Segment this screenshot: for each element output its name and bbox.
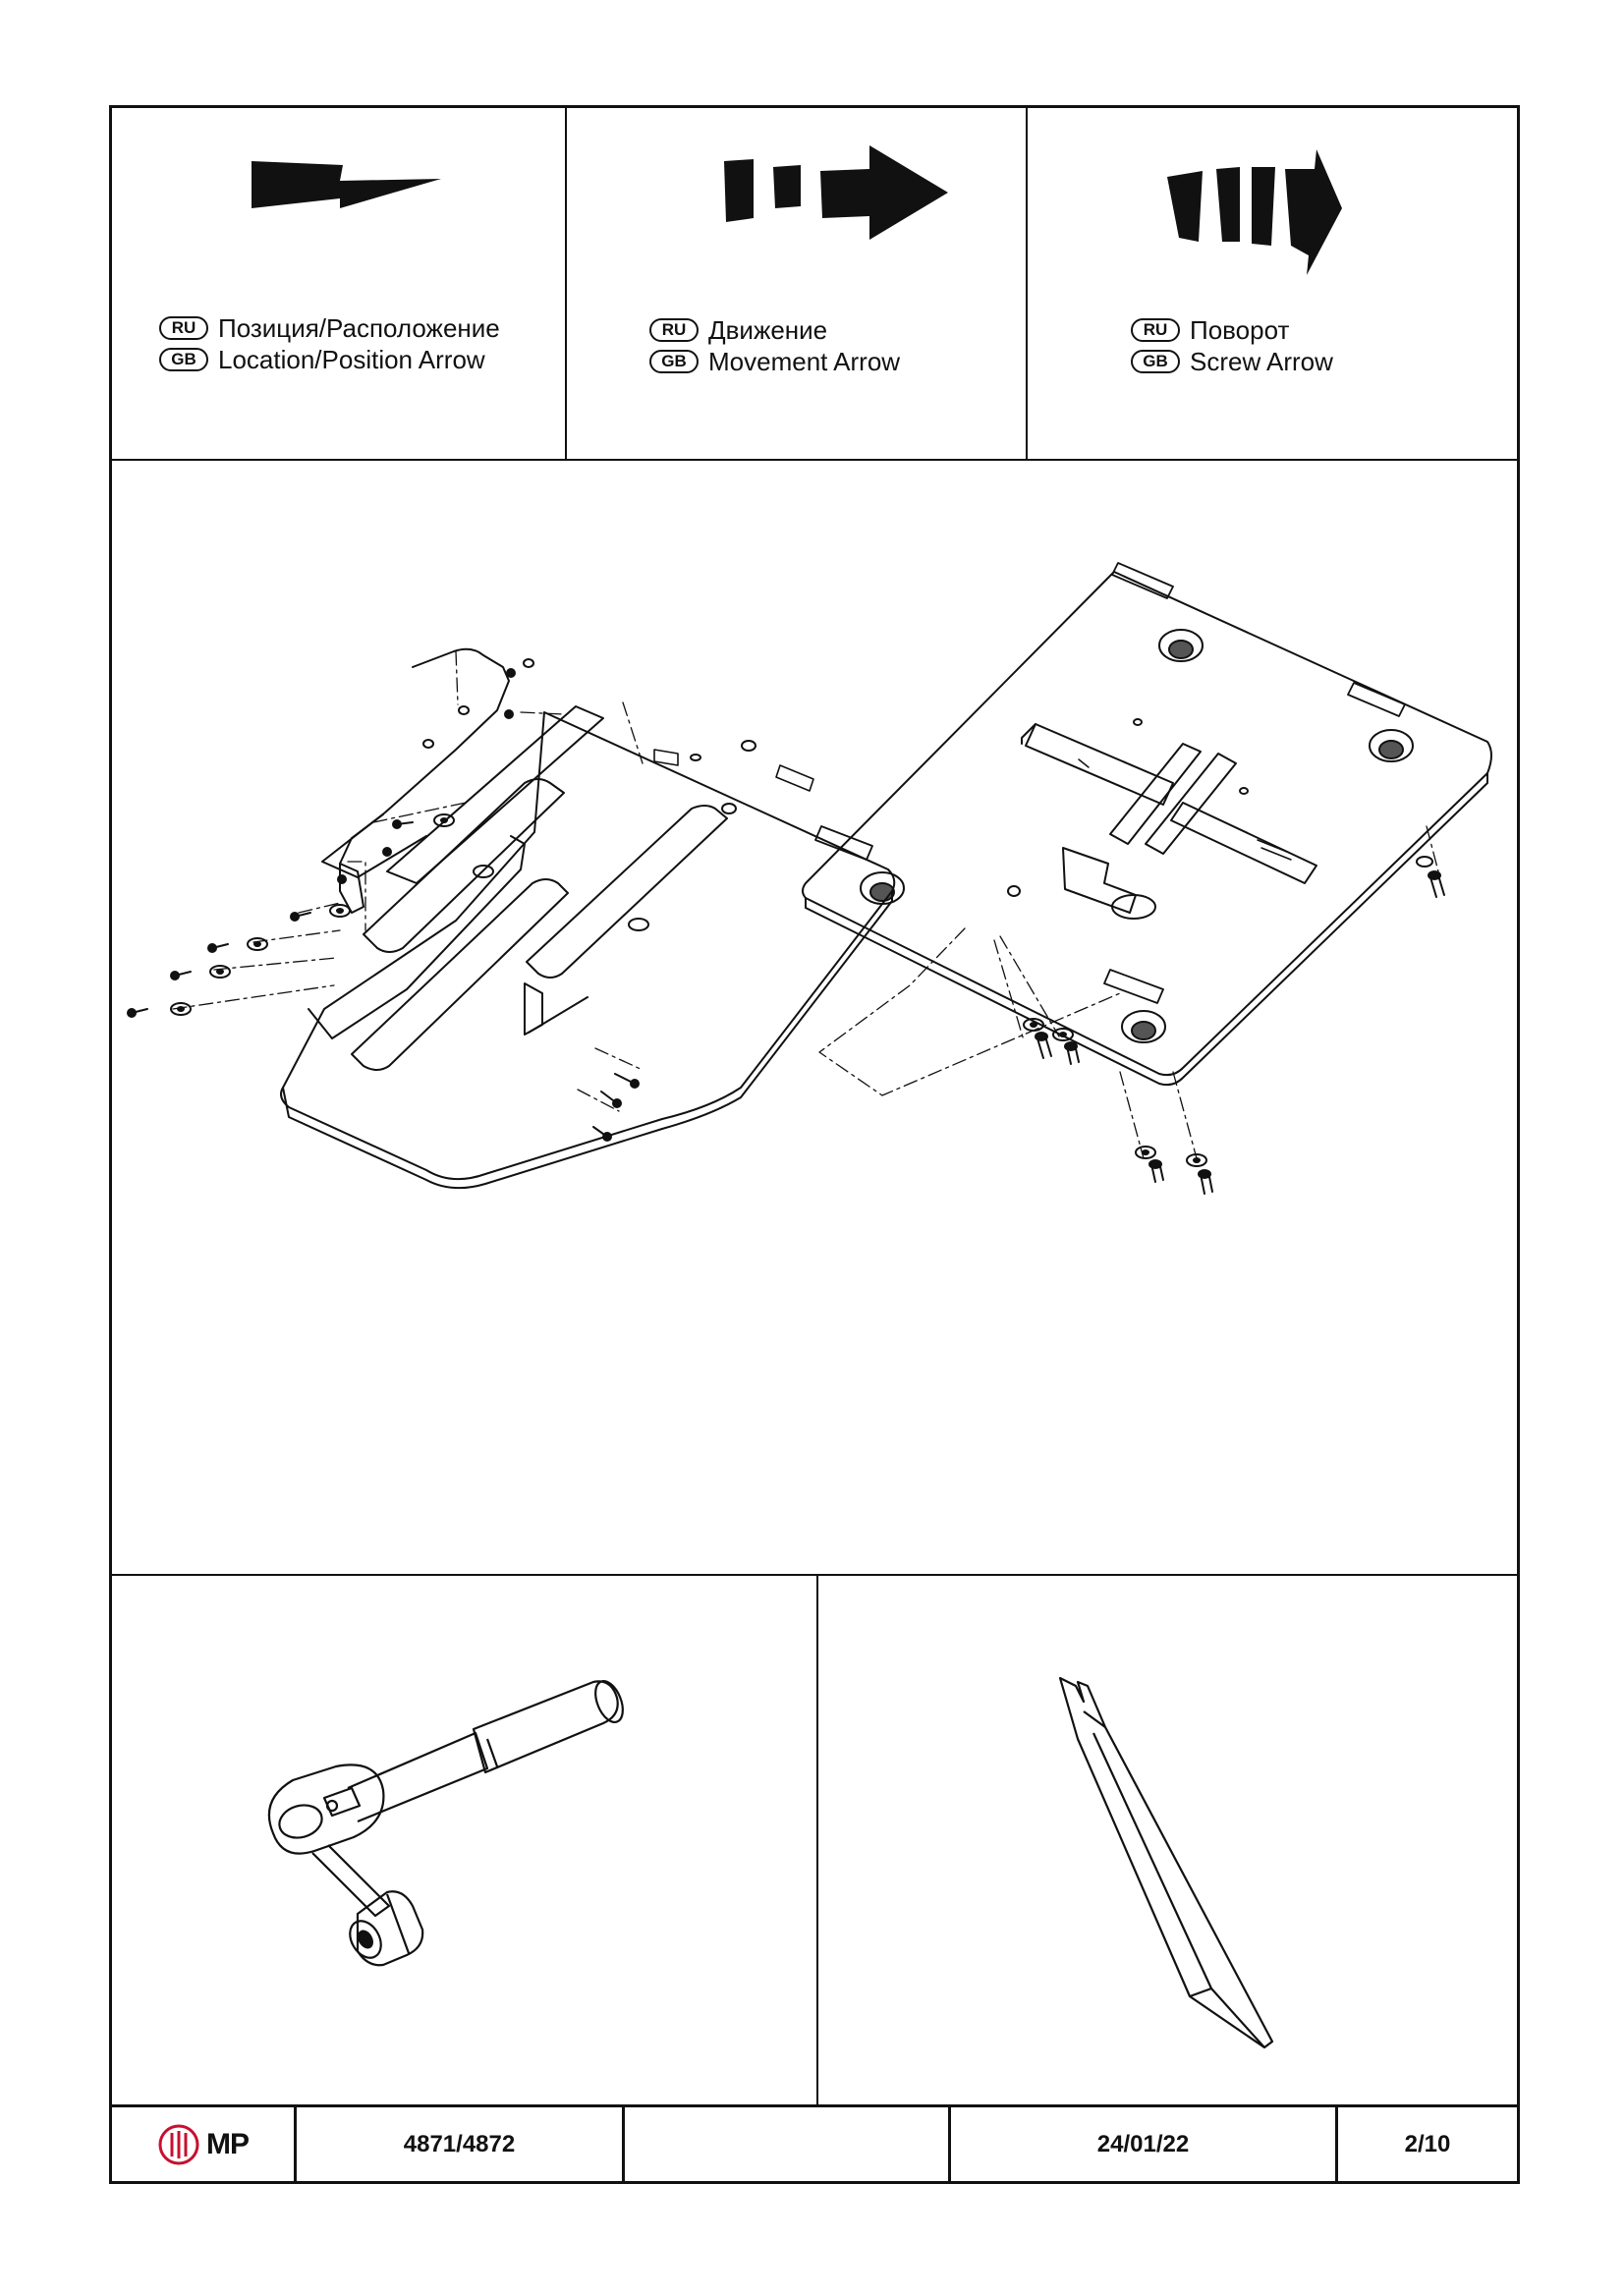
legend-gb-text: Location/Position Arrow: [218, 345, 485, 374]
gb-badge: GB: [649, 350, 699, 373]
movement-arrow-icon: [724, 145, 948, 240]
ru-badge: RU: [1131, 318, 1180, 342]
legend-movement: RU Движение GB Movement Arrow: [567, 108, 1028, 459]
bolt-icon: [127, 754, 1445, 1195]
blank-field: [625, 2107, 951, 2181]
skid-plate-assembly-diagram: [127, 562, 1492, 1195]
screw-arrow-icon: [1167, 149, 1342, 275]
brand-logo: MP: [112, 2107, 297, 2181]
location-arrow-icon: [252, 161, 441, 208]
ru-badge: RU: [649, 318, 699, 342]
brand-logo-text: MP: [206, 2127, 250, 2160]
legend-ru-text: Движение: [708, 315, 828, 345]
instruction-sheet: RU Позиция/Расположение GB Location/Posi…: [109, 105, 1520, 2184]
trim-removal-tool-icon: [1058, 1676, 1274, 2049]
page-number: 2/10: [1404, 2130, 1451, 2157]
required-tools: [112, 1574, 1517, 2107]
brand-logo-icon: [158, 2124, 199, 2164]
legend-ru-text: Позиция/Расположение: [218, 313, 500, 343]
leader-lines: [172, 650, 1439, 1159]
ratchet-wrench-icon: [267, 1680, 624, 1967]
tool-trim-remover: [818, 1574, 1517, 2104]
legend-ru-text: Поворот: [1190, 315, 1290, 345]
arrow-legend: RU Позиция/Расположение GB Location/Posi…: [112, 108, 1517, 461]
part-number: 4871/4872: [297, 2107, 625, 2181]
title-block: MP 4871/4872 24/01/22 2/10: [112, 2107, 1517, 2181]
assembly-drawing: [112, 459, 1517, 1576]
revision-date: 24/01/22: [951, 2107, 1338, 2181]
gb-badge: GB: [1131, 350, 1180, 373]
gb-badge: GB: [159, 348, 208, 371]
legend-location: RU Позиция/Расположение GB Location/Posi…: [112, 108, 567, 459]
legend-gb-text: Screw Arrow: [1190, 347, 1333, 376]
ru-badge: RU: [159, 316, 208, 340]
fasteners: [127, 754, 1445, 1195]
tool-ratchet: [112, 1574, 818, 2104]
small-skid-plate: [280, 647, 896, 1190]
legend-gb-text: Movement Arrow: [708, 347, 901, 376]
large-skid-plate: [802, 562, 1492, 1087]
washer-icon: [170, 813, 1207, 1167]
legend-screw: RU Поворот GB Screw Arrow: [1028, 108, 1517, 459]
